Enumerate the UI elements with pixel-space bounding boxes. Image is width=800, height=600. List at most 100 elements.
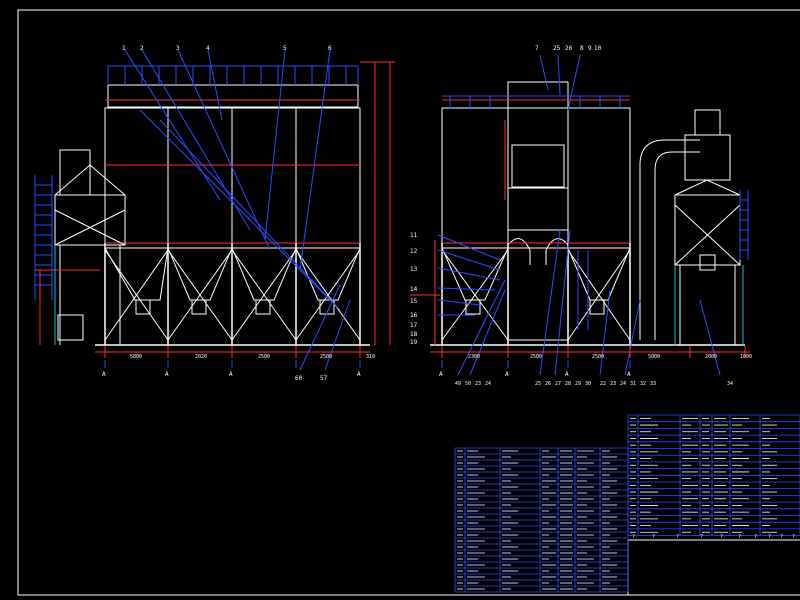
right-callout-b6: 26 <box>545 381 551 387</box>
left-callout-4: 4 <box>206 45 210 52</box>
right-roof-railing <box>442 95 630 108</box>
left-roof-panel <box>107 84 359 108</box>
right-dim-4: 5000 <box>648 354 660 360</box>
left-dim-1: 5800 <box>130 354 142 360</box>
right-axis-a3: A <box>565 371 569 378</box>
right-callout-b8: 28 <box>565 381 571 387</box>
parts-list-lower <box>454 447 629 593</box>
footer-mark-4: ? <box>700 534 703 540</box>
right-callout-11: 11 <box>410 232 418 239</box>
right-callout-b14: 31 <box>630 381 636 387</box>
right-callout-14: 14 <box>410 286 418 293</box>
right-axis-a4: A <box>627 371 631 378</box>
right-callout-labels-left: 11 12 13 14 15 16 17 18 19 <box>410 232 418 346</box>
right-casing-left <box>441 107 509 244</box>
right-central-ducts <box>507 229 569 341</box>
left-axis-labels: A A A A <box>102 371 361 378</box>
footer-mark-6: ? <box>738 534 741 540</box>
left-callout-5: 5 <box>283 45 287 52</box>
footer-mark-9: ? <box>780 534 783 540</box>
left-axis-a2: A <box>165 371 169 378</box>
right-dim-6: 1000 <box>740 354 752 360</box>
right-callout-17: 17 <box>410 322 418 329</box>
right-callout-10: 10 <box>594 45 602 52</box>
right-callout-b17: 34 <box>727 381 733 387</box>
right-callout-b10: 30 <box>585 381 591 387</box>
right-callout-b12: 23 <box>610 381 616 387</box>
left-callout-labels: 1 2 3 4 5 6 60 57 <box>122 45 332 382</box>
right-callout-12: 12 <box>410 248 418 255</box>
right-callout-9: 9 <box>588 45 592 52</box>
left-base-dims <box>95 346 370 358</box>
right-callout-26: 26 <box>565 45 573 52</box>
footer-mark-3: ? <box>676 534 679 540</box>
right-callout-18: 18 <box>410 331 418 338</box>
right-callout-19: 19 <box>410 339 418 346</box>
right-side-tower <box>674 109 741 345</box>
right-elevation-view <box>54 54 750 376</box>
left-dim-3: 2500 <box>258 354 270 360</box>
left-dim-4: 2500 <box>320 354 332 360</box>
right-axis-a1: A <box>439 371 443 378</box>
right-callout-b7: 27 <box>555 381 561 387</box>
footer-mark-2: ? <box>652 534 655 540</box>
right-dim-2: 2500 <box>530 354 542 360</box>
drawing-frame <box>17 9 800 596</box>
right-dim-labels: 2300 2500 2500 5000 2000 1000 <box>468 354 752 360</box>
left-axis-a3: A <box>229 371 233 378</box>
right-callout-labels-bottom: 49 50 23 24 25 26 27 28 29 30 22 23 24 3… <box>455 381 733 387</box>
left-elevation-view <box>34 49 395 371</box>
left-dim-5: 310 <box>366 354 375 360</box>
right-leader-lines <box>437 54 721 376</box>
left-callout-57: 57 <box>320 375 328 382</box>
left-dim-labels: 5800 2020 2500 2500 310 <box>130 354 375 360</box>
left-chamber-dividers <box>105 108 360 243</box>
right-casing-right <box>567 107 631 244</box>
left-dim-2: 2020 <box>195 354 207 360</box>
left-cross-bracing <box>104 249 361 341</box>
right-callout-8: 8 <box>580 45 584 52</box>
left-axis-a1: A <box>102 371 106 378</box>
left-axis-lines <box>104 360 361 368</box>
right-axis-lines <box>441 360 631 368</box>
right-dim-3: 2500 <box>592 354 604 360</box>
left-callout-2: 2 <box>140 45 144 52</box>
parts-list-upper <box>627 414 800 536</box>
right-callout-b13: 24 <box>620 381 626 387</box>
right-callout-b11: 22 <box>600 381 606 387</box>
footer-mark-10: ? <box>792 534 795 540</box>
right-callout-labels-top: 7 25 26 8 9 10 <box>535 45 602 52</box>
right-callout-16: 16 <box>410 312 418 319</box>
left-leader-lines <box>124 49 351 371</box>
right-connecting-duct <box>639 139 700 340</box>
left-callout-1: 1 <box>122 45 126 52</box>
right-inner-panel <box>511 144 565 188</box>
left-callout-3: 3 <box>176 45 180 52</box>
right-callout-b15: 32 <box>640 381 646 387</box>
right-top-box <box>507 81 569 109</box>
right-callout-b4: 24 <box>485 381 491 387</box>
right-callout-b5: 25 <box>535 381 541 387</box>
right-ladder <box>577 190 749 330</box>
right-base-dims <box>410 120 750 358</box>
left-support-columns <box>95 243 370 346</box>
right-callout-15: 15 <box>410 298 418 305</box>
left-callout-60: 60 <box>295 375 303 382</box>
left-discharge-valves <box>135 299 335 315</box>
left-callout-6: 6 <box>328 45 332 52</box>
right-cyan-lines <box>54 245 744 345</box>
right-discharge-valves <box>465 299 605 315</box>
right-callout-b9: 29 <box>575 381 581 387</box>
right-callout-b1: 49 <box>455 381 461 387</box>
right-callout-13: 13 <box>410 266 418 273</box>
footer-mark-5: ? <box>720 534 723 540</box>
right-axis-a2: A <box>505 371 509 378</box>
table-footer-marks: ? ? ? ? ? ? ? ? ? ? <box>632 534 795 540</box>
right-callout-25: 25 <box>553 45 561 52</box>
right-callout-b16: 33 <box>650 381 656 387</box>
footer-mark-7: ? <box>754 534 757 540</box>
right-casing-center <box>507 107 569 189</box>
right-dim-5: 2000 <box>705 354 717 360</box>
left-side-tower <box>54 149 126 345</box>
